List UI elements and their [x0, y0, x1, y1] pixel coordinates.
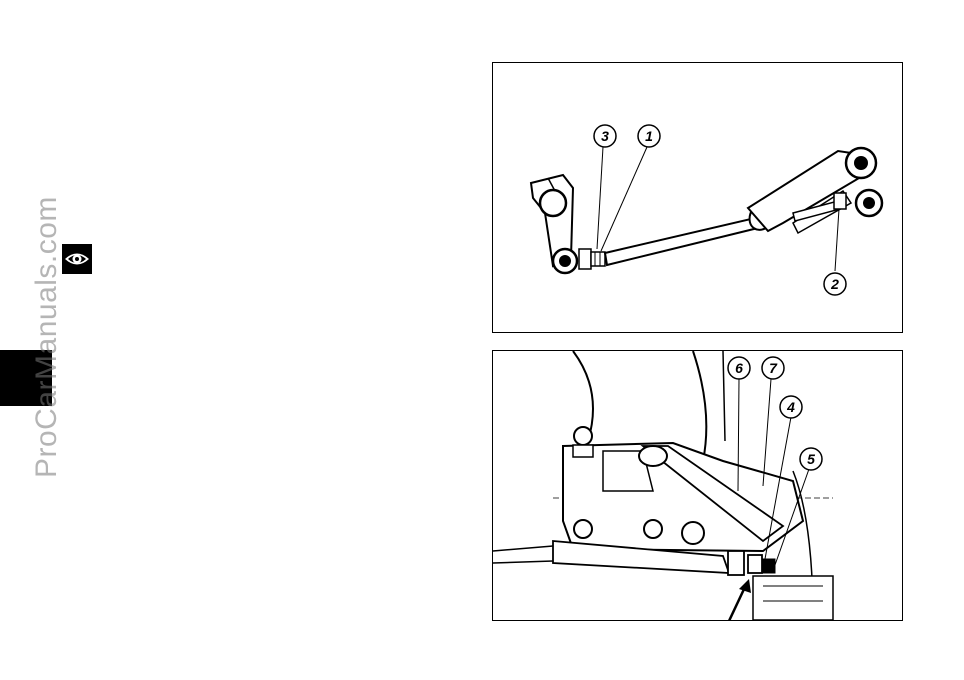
svg-text:2: 2: [830, 276, 839, 292]
svg-text:5: 5: [807, 451, 815, 467]
figure-caliper-assembly: 6 7 4 5: [492, 350, 903, 621]
callout-6: 6: [728, 357, 750, 379]
svg-text:7: 7: [769, 360, 778, 376]
callout-4: 4: [780, 396, 802, 418]
svg-text:1: 1: [645, 128, 653, 144]
svg-text:6: 6: [735, 360, 743, 376]
callout-5: 5: [800, 448, 822, 470]
eye-icon: [62, 244, 92, 274]
callout-7: 7: [762, 357, 784, 379]
svg-text:4: 4: [786, 399, 795, 415]
watermark-text: ProCarManuals.com: [30, 196, 64, 478]
callout-2: 2: [824, 273, 846, 295]
figure-gear-linkage: 3 1 2: [492, 62, 903, 333]
callout-3: 3: [594, 125, 616, 147]
svg-text:3: 3: [601, 128, 609, 144]
callout-1: 1: [638, 125, 660, 147]
